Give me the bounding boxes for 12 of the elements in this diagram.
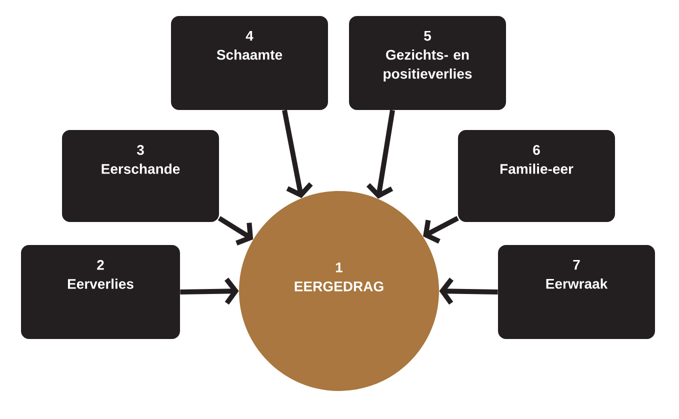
concept-box: 2 Eerverlies	[21, 245, 180, 339]
arrow	[180, 278, 239, 305]
concept-box: 3 Eerschande	[62, 130, 219, 222]
concept-box: 6 Familie-eer	[458, 130, 615, 222]
concept-box: 4 Schaamte	[171, 16, 328, 110]
arrow	[218, 216, 254, 246]
arrow	[366, 110, 395, 199]
concept-box: 5 Gezichts- en positieverlies	[349, 16, 506, 110]
arrow	[439, 278, 498, 305]
arrow	[423, 216, 459, 244]
arrow	[282, 110, 313, 198]
concept-box: 7 Eerwraak	[498, 245, 655, 339]
